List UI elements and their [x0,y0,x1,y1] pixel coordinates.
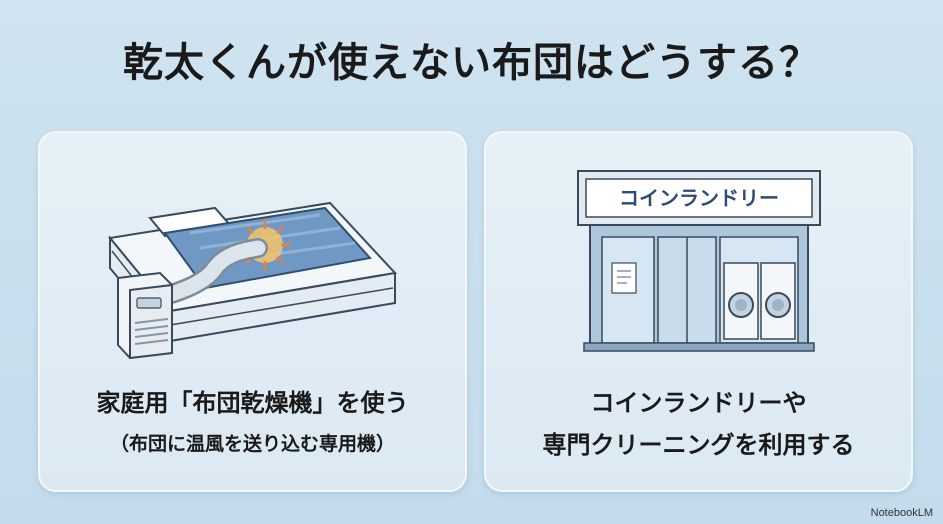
caption-main: 家庭用「布団乾燥機」を使う [96,389,409,417]
caption-line1: コインランドリーや [590,389,807,417]
page-title: 乾太くんが使えない布団はどうする？ [123,40,820,86]
notebooklm-brand: NotebookLM [870,507,933,519]
futon-dryer-illustration [108,201,397,360]
option-card-futon-dryer: 家庭用「布団乾燥機」を使う （布団に温風を送り込む専用機） [38,131,467,492]
caption-line2: 専門クリーニングを利用する [542,431,855,459]
coin-laundry-store-illustration: コインランドリー [577,170,821,352]
option-card-coin-laundry: コインランドリー コインランドリーや 専門クリーニングを利用する [484,131,913,492]
store-sign-text: コインランドリー [619,186,779,210]
caption-sub: （布団に温風を送り込む専用機） [109,433,395,455]
